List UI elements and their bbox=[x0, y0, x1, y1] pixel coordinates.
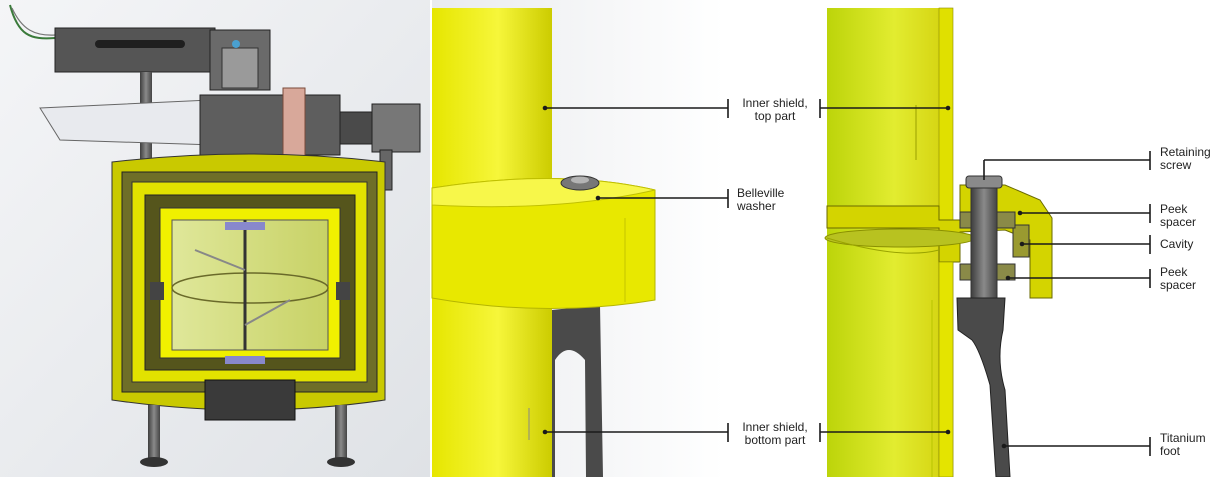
label-peek-spacer-top: Peek spacer bbox=[1160, 203, 1196, 229]
label-belleville-line1: Belleville bbox=[737, 186, 785, 200]
label-belleville-washer: Belleville washer bbox=[737, 187, 784, 213]
label-titanium-line1: Titanium bbox=[1160, 431, 1206, 445]
label-inner-shield-bottom-line2: bottom part bbox=[744, 433, 806, 447]
label-peek-top-line2: spacer bbox=[1160, 215, 1197, 229]
label-belleville-line2: washer bbox=[737, 199, 776, 213]
label-cavity: Cavity bbox=[1160, 238, 1193, 251]
label-titanium-line2: foot bbox=[1160, 444, 1181, 458]
label-peek-bottom-line2: spacer bbox=[1160, 278, 1197, 292]
label-inner-shield-top-line2: top part bbox=[754, 109, 796, 123]
leader-lines bbox=[545, 99, 1151, 456]
label-peek-bottom-line1: Peek bbox=[1160, 265, 1188, 279]
label-peek-top-line1: Peek bbox=[1160, 202, 1188, 216]
leader-dots bbox=[542, 105, 1025, 449]
label-retaining-line2: screw bbox=[1160, 158, 1192, 172]
assembly-cross-section bbox=[0, 0, 430, 477]
label-retaining-line1: Retaining bbox=[1160, 145, 1211, 159]
label-retaining-screw: Retaining screw bbox=[1160, 146, 1211, 172]
label-inner-shield-bottom-line1: Inner shield, bbox=[742, 420, 808, 434]
label-cavity-line1: Cavity bbox=[1160, 237, 1194, 251]
section-detail-view bbox=[824, 7, 1230, 477]
label-inner-shield-top-line1: Inner shield, bbox=[742, 96, 808, 110]
label-inner-shield-top: Inner shield, top part bbox=[733, 97, 817, 123]
label-inner-shield-bottom: Inner shield, bottom part bbox=[733, 421, 817, 447]
external-detail-view bbox=[431, 0, 725, 477]
label-titanium-foot: Titanium foot bbox=[1160, 432, 1206, 458]
label-peek-spacer-bottom: Peek spacer bbox=[1160, 266, 1196, 292]
